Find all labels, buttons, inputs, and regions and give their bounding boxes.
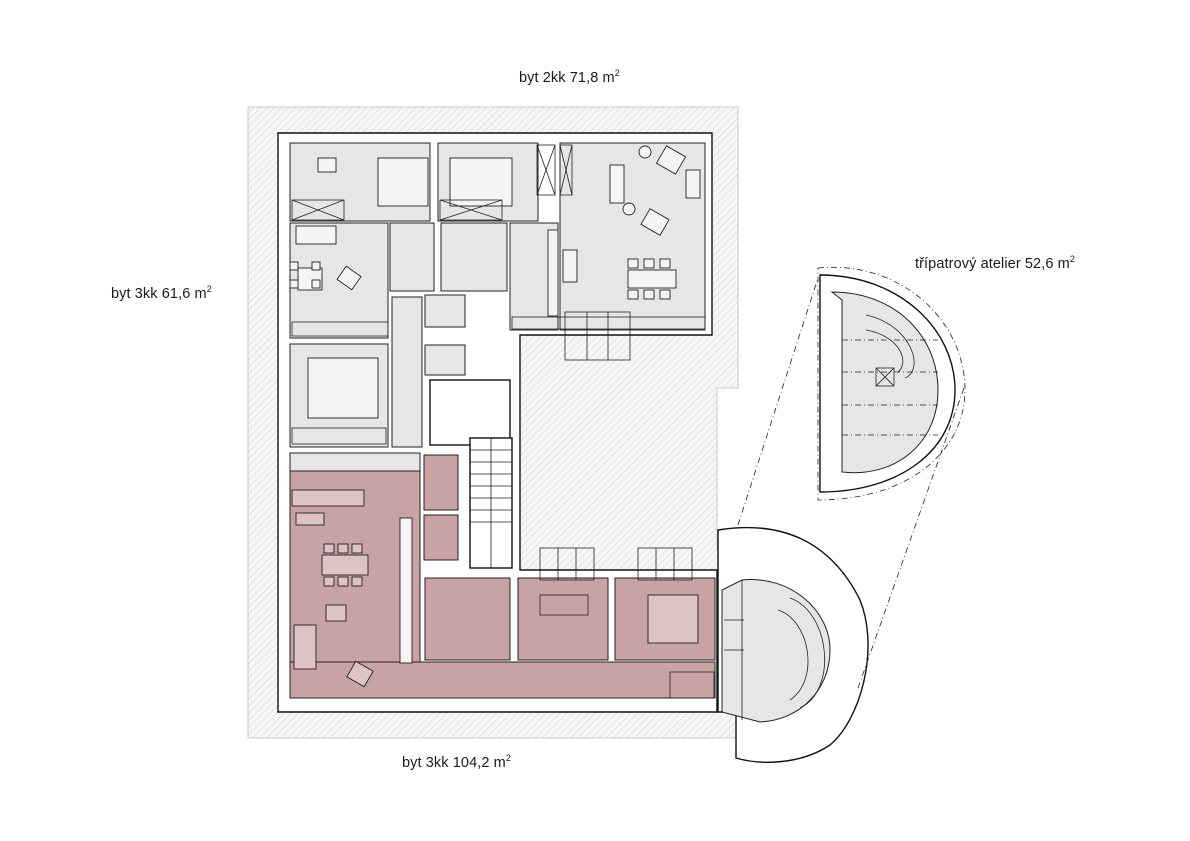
room-corridor-left (391, 296, 423, 448)
apartment-3kk-small (289, 222, 423, 448)
sofa-left (295, 225, 337, 245)
skylights (539, 311, 693, 581)
apartment-3kk-large (289, 452, 716, 699)
stair-core (424, 294, 513, 569)
sofa-2kk (609, 164, 625, 204)
room-living-2kk (559, 142, 706, 331)
apartment-2kk (289, 142, 706, 331)
dining-table-2kk (627, 269, 677, 289)
armchair (655, 145, 687, 175)
kitchen-island (291, 489, 365, 507)
label-apartment-3kk-small: byt 3kk 61,6 m2 (111, 284, 212, 302)
room-bath-1 (389, 222, 435, 292)
room-bath-4 (424, 577, 511, 661)
room-wc (423, 514, 459, 561)
bed-2 (449, 157, 513, 207)
detail-callout-line-1 (737, 277, 819, 526)
label-studio: třípatrový atelier 52,6 m2 (915, 254, 1075, 272)
label-apartment-3kk-large: byt 3kk 104,2 m2 (402, 753, 511, 771)
bed-1 (377, 157, 429, 207)
desk-1 (317, 157, 337, 173)
room-bedroom-4 (517, 577, 609, 661)
label-apartment-2kk: byt 2kk 71,8 m2 (519, 68, 620, 86)
atelier-tower (717, 526, 869, 763)
room-bath-3 (423, 454, 459, 511)
sofa-large (293, 624, 317, 670)
bed-4 (647, 594, 699, 644)
atelier-detail-inset (817, 266, 966, 501)
room-bath-2 (440, 222, 508, 292)
dining-table-large (321, 554, 369, 576)
bed-3 (307, 357, 379, 419)
detail-callout-line-2 (857, 384, 966, 689)
